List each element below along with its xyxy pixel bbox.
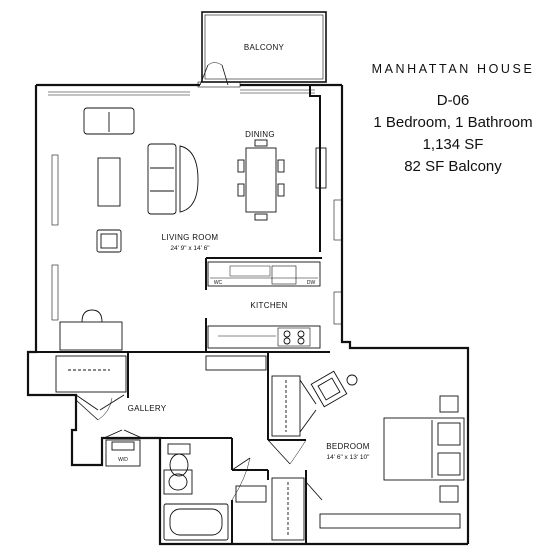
exterior-walls bbox=[26, 83, 470, 546]
coffee-table bbox=[97, 157, 121, 207]
dresser bbox=[319, 513, 461, 529]
label-bedroom: BEDROOM bbox=[326, 442, 369, 451]
balcony-area: 82 SF Balcony bbox=[404, 158, 502, 175]
label-balcony: BALCONY bbox=[244, 43, 285, 52]
toilet bbox=[167, 443, 191, 477]
bathtub bbox=[163, 503, 229, 541]
interior-walls bbox=[36, 85, 330, 544]
kitchen-upper-counter bbox=[207, 261, 321, 287]
kitchen-pantry bbox=[205, 355, 267, 371]
gallery-closet bbox=[55, 355, 127, 411]
label-gallery: GALLERY bbox=[128, 404, 167, 413]
nightstands bbox=[439, 395, 459, 503]
label-washer-dryer: W/D bbox=[118, 457, 128, 463]
label-bedroom-dimensions: 14' 6" x 13' 10" bbox=[327, 454, 371, 461]
sofa-side bbox=[147, 143, 177, 215]
sofa-top bbox=[83, 107, 135, 135]
label-dining: DINING bbox=[245, 130, 275, 139]
kitchen-lower-counter bbox=[207, 325, 321, 349]
entry-door bbox=[75, 397, 113, 421]
sideboard bbox=[315, 147, 327, 189]
unit-bedrooms: 1 Bedroom, 1 Bathroom bbox=[373, 114, 533, 131]
windows bbox=[48, 89, 343, 325]
bedroom-closet-lower bbox=[235, 477, 323, 541]
unit-area: 1,134 SF bbox=[422, 136, 484, 153]
building-name: MANHATTAN HOUSE bbox=[371, 62, 535, 76]
balcony-door bbox=[197, 62, 241, 88]
tv-console bbox=[179, 145, 199, 213]
bathroom-door bbox=[231, 457, 251, 501]
vanity bbox=[163, 469, 193, 495]
label-kitchen: KITCHEN bbox=[250, 301, 287, 310]
bedroom-closet-upper bbox=[271, 375, 317, 437]
label-dishwasher: DW bbox=[307, 280, 316, 286]
desk bbox=[59, 309, 123, 351]
label-living-room: LIVING ROOM bbox=[162, 233, 219, 242]
washer-dryer bbox=[103, 429, 143, 467]
unit-number: D-06 bbox=[436, 92, 470, 109]
armchair bbox=[96, 229, 122, 253]
bed bbox=[383, 417, 465, 481]
dining-table bbox=[237, 139, 285, 221]
label-wine-cooler: WC bbox=[214, 280, 223, 286]
bedroom-door bbox=[267, 439, 307, 465]
balcony bbox=[201, 11, 327, 83]
label-living-dimensions: 24' 9" x 14' 6" bbox=[170, 245, 210, 252]
bedroom-armchair bbox=[310, 370, 358, 408]
